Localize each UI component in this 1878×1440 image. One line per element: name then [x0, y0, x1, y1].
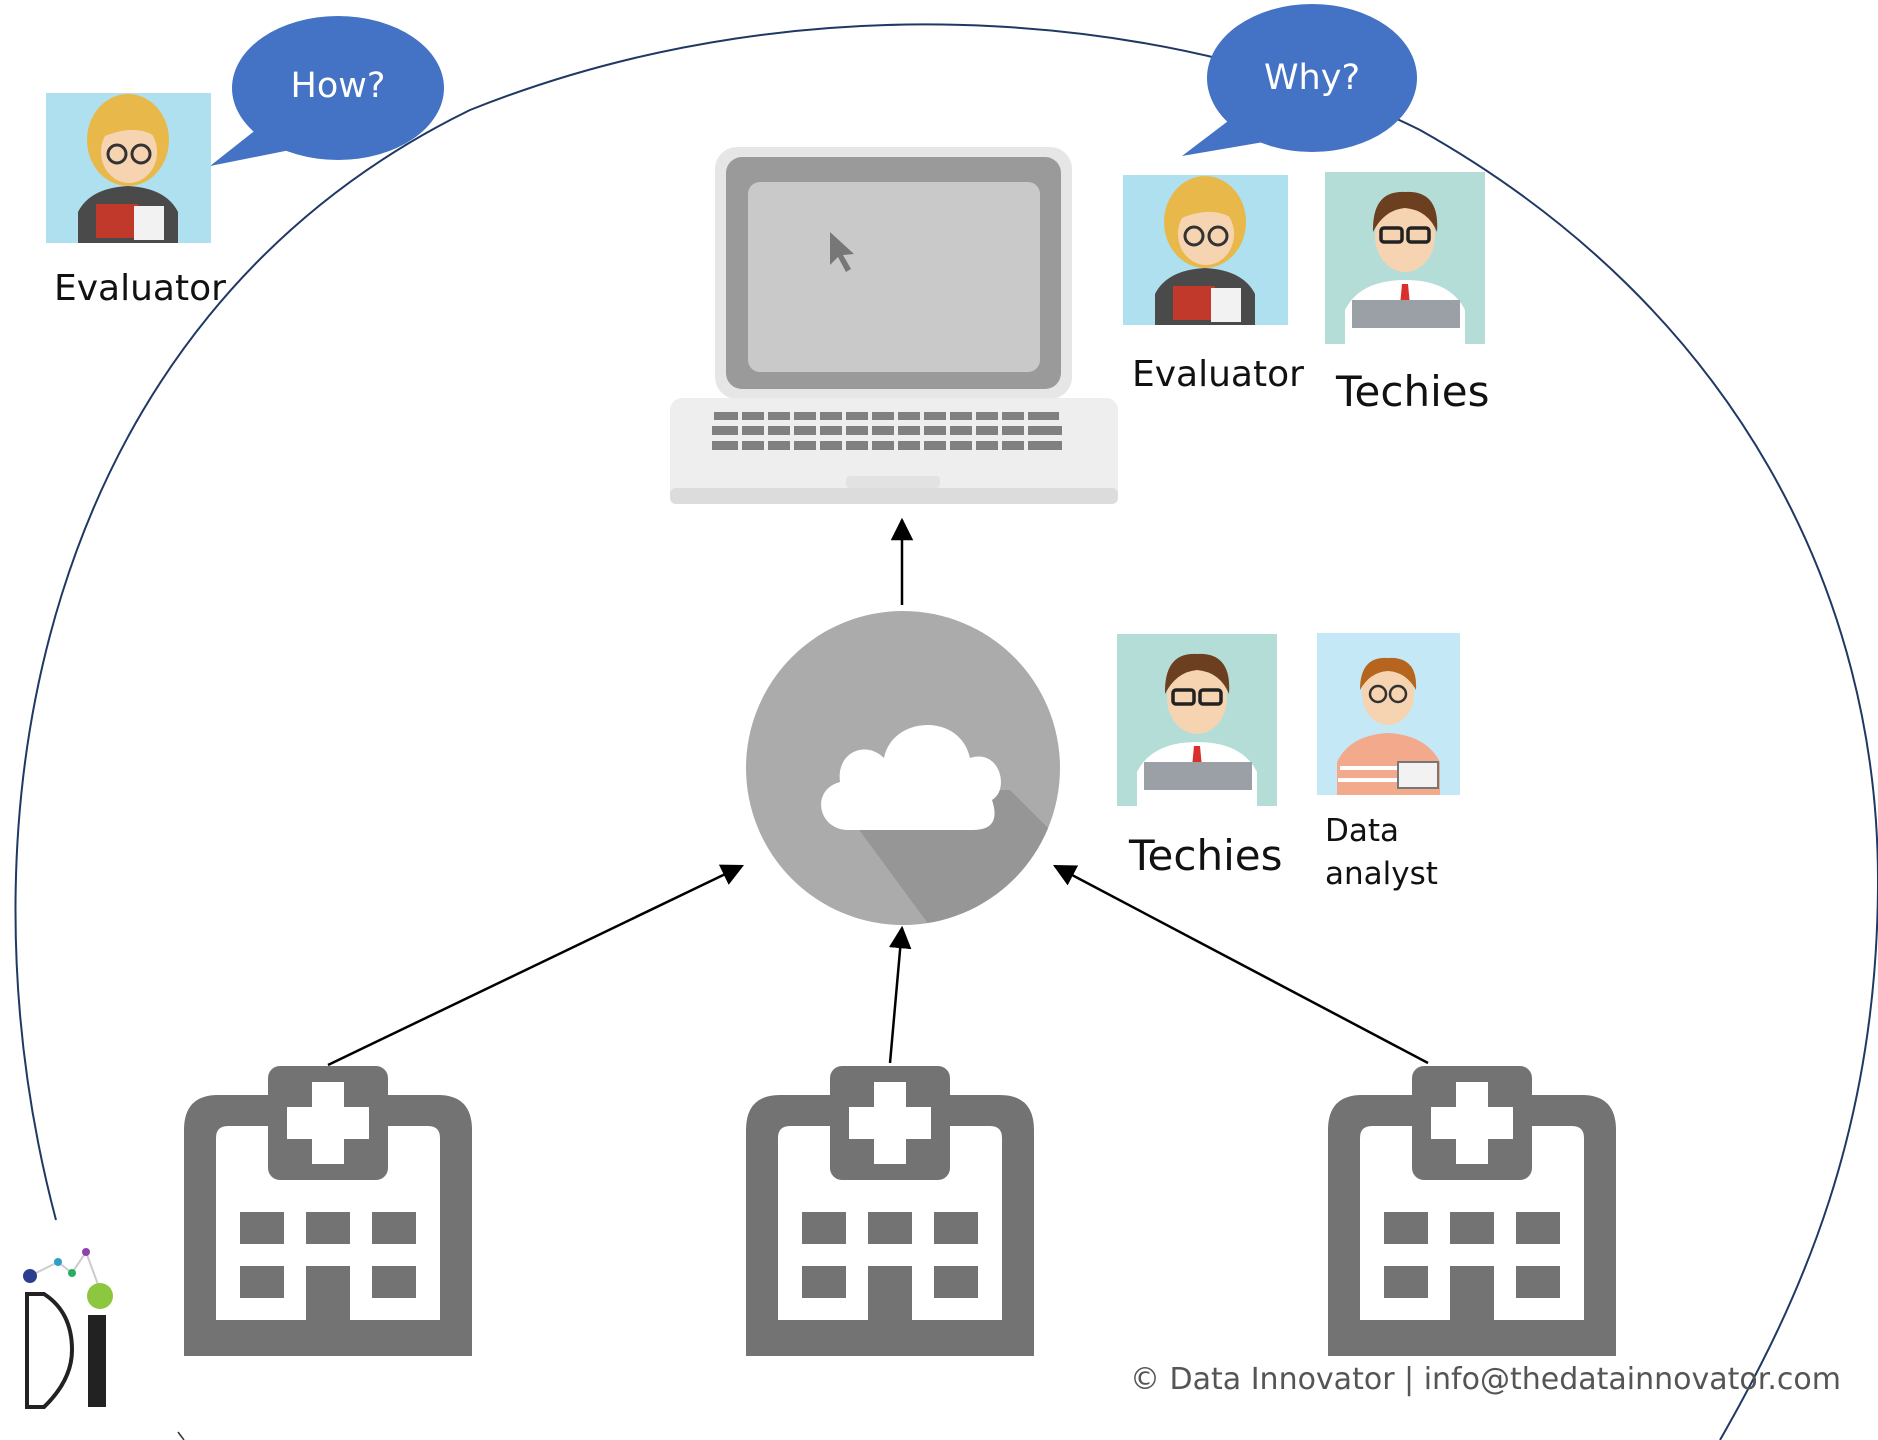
techies-label-top: Techies: [1336, 367, 1490, 416]
evaluator-avatar-top-left: [46, 93, 211, 243]
data-innovator-logo: [23, 1248, 113, 1409]
arrow-hospital-left-to-cloud: [327, 864, 745, 1067]
hospital-icon-left: [184, 1066, 472, 1356]
hospital-icon-center: [746, 1066, 1034, 1356]
copyright-footer: © Data Innovator | info@thedatainnovator…: [1130, 1362, 1841, 1397]
how-speech-bubble: [210, 16, 444, 166]
data-analyst-label-line1: Data: [1325, 813, 1400, 849]
evaluator-label-top-left: Evaluator: [54, 268, 226, 309]
why-speech-bubble: [1182, 4, 1417, 156]
data-analyst-label: Data analyst: [1325, 810, 1438, 897]
evaluator-label-top-right: Evaluator: [1132, 354, 1304, 395]
why-bubble-text: Why?: [1263, 58, 1361, 98]
corner-mark: [177, 1431, 185, 1440]
hospital-icon-right: [1328, 1066, 1616, 1356]
laptop-icon: [670, 147, 1118, 504]
data-analyst-avatar: [1317, 633, 1460, 795]
techie-avatar-middle: [1117, 634, 1277, 806]
evaluator-avatar-top-right: [1123, 175, 1288, 325]
techie-avatar-top: [1325, 172, 1485, 344]
arrow-hospital-right-to-cloud: [1053, 864, 1429, 1065]
data-analyst-label-line2: analyst: [1325, 856, 1438, 893]
arrow-hospital-center-to-cloud: [888, 925, 912, 1064]
techies-label-middle: Techies: [1129, 831, 1283, 880]
cloud-icon: [746, 611, 1060, 925]
how-bubble-text: How?: [290, 66, 386, 106]
